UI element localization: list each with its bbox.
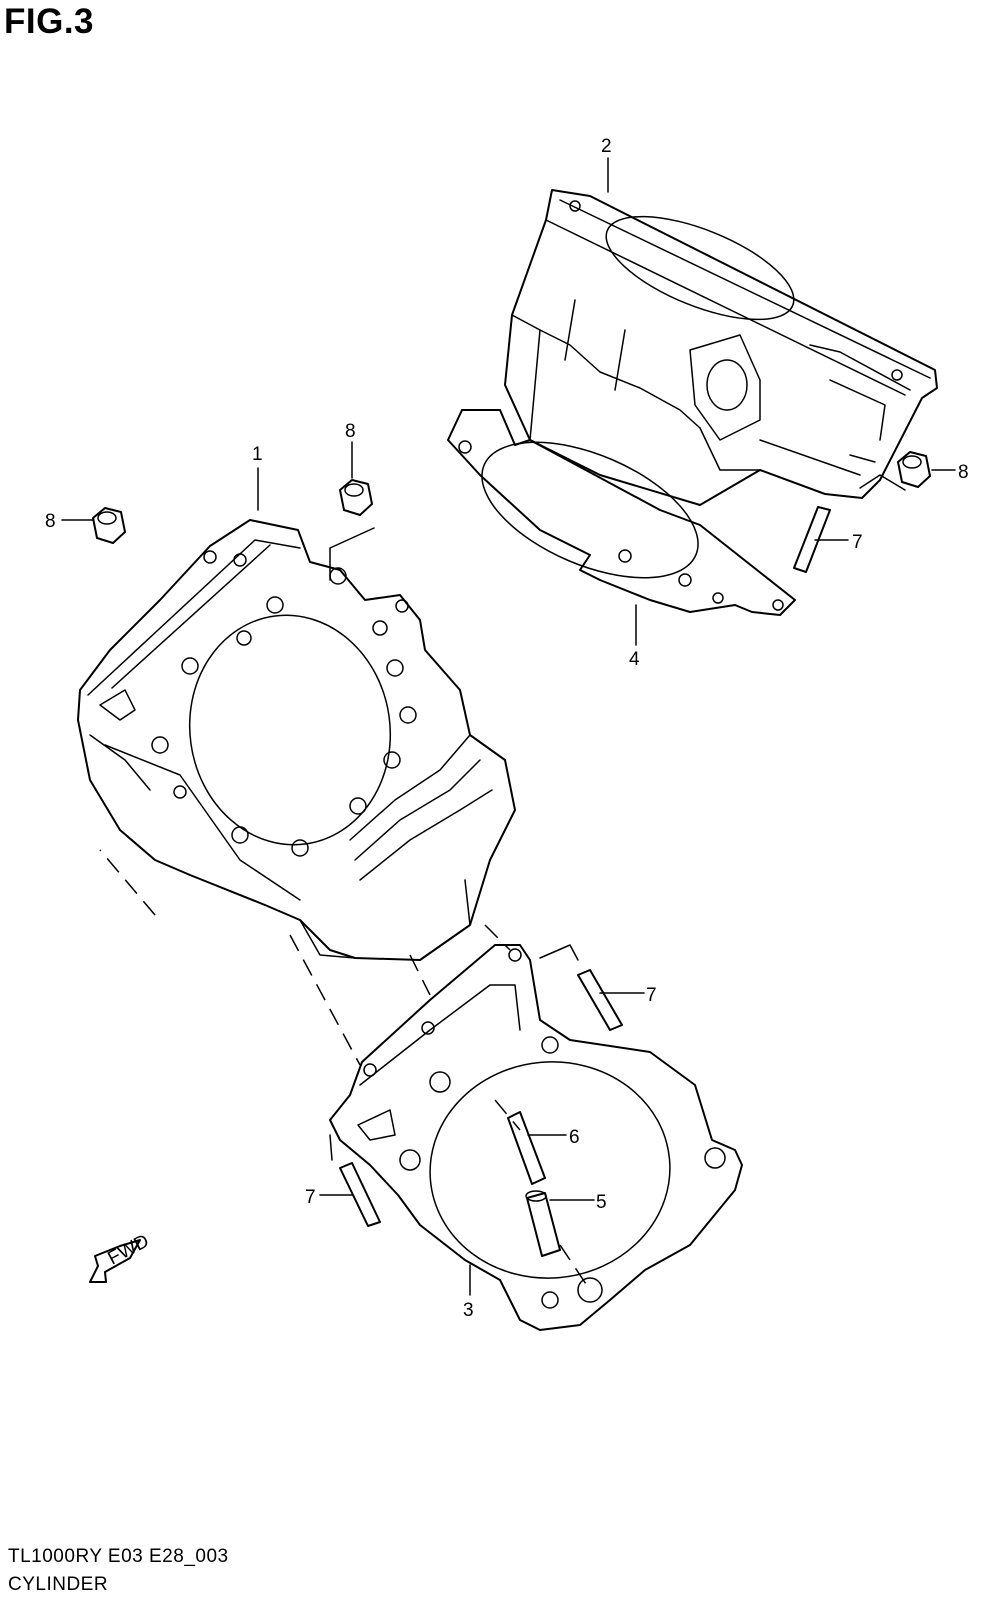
stud-part-7-front-right	[577, 969, 623, 1031]
leader-lines	[61, 157, 956, 1296]
front-gasket-part-3	[329, 944, 743, 1331]
callout-3: 3	[463, 1300, 474, 1321]
callout-2: 2	[601, 136, 612, 157]
callout-1: 1	[252, 444, 263, 465]
model-code: TL1000RY E03 E28_003	[8, 1546, 229, 1567]
nut-part-8-top	[339, 479, 373, 516]
figure-title: FIG.3	[4, 2, 95, 41]
stud-part-6	[507, 1111, 546, 1185]
alignment-lines	[99, 849, 591, 1291]
figure-name: CYLINDER	[8, 1574, 109, 1595]
callout-8-top: 8	[345, 421, 356, 442]
callout-4: 4	[629, 649, 640, 670]
stud-part-7-rear	[793, 506, 831, 573]
callout-6: 6	[569, 1127, 580, 1148]
dowel-part-5	[525, 1190, 561, 1257]
rear-cylinder-part-2	[504, 189, 938, 506]
callout-7-front-left: 7	[305, 1187, 316, 1208]
stud-part-7-front-left	[339, 1162, 381, 1227]
callout-8-left: 8	[45, 511, 56, 532]
callout-7-front-right: 7	[646, 985, 657, 1006]
fwd-label: FWD	[104, 1231, 152, 1270]
front-cylinder-part-1	[77, 519, 516, 961]
callout-7-rear: 7	[852, 532, 863, 553]
fwd-direction-arrow: FWD	[89, 1231, 153, 1283]
nut-part-8-right	[897, 451, 931, 488]
rear-gasket-part-4	[447, 409, 796, 616]
callout-5: 5	[596, 1192, 607, 1213]
nut-part-8-left	[92, 507, 126, 544]
callout-8-right: 8	[958, 462, 969, 483]
